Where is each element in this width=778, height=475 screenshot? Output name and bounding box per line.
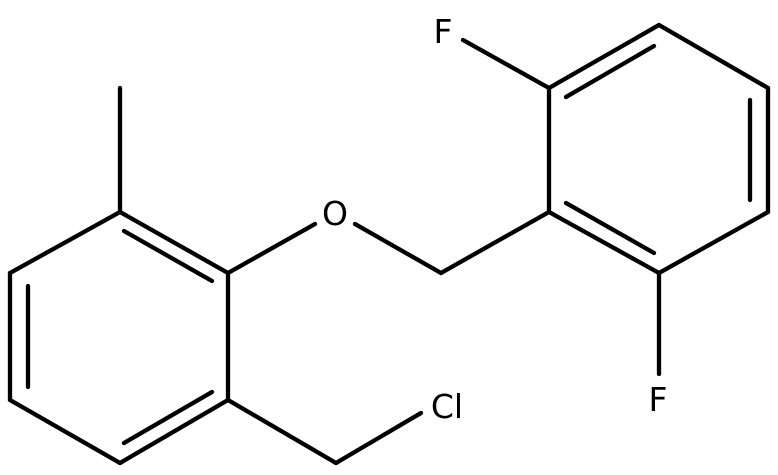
bond [121, 389, 215, 446]
bond [7, 209, 123, 276]
difluorophenyl-ring [546, 22, 771, 276]
bond [546, 22, 662, 91]
benzyl-bond [438, 209, 552, 276]
ether-bond [352, 221, 444, 276]
bond [121, 228, 215, 284]
bond [117, 397, 231, 466]
oxygen-label: O [322, 194, 348, 233]
bond [563, 200, 657, 256]
bond [656, 209, 771, 276]
fluorine-label: F [649, 380, 668, 419]
fluorine-label: F [434, 12, 453, 51]
bond [117, 209, 231, 276]
fluorine-bond [460, 37, 552, 91]
ether-bond [225, 221, 318, 276]
chloromethyl-bond [225, 397, 339, 466]
chloromethyl-bond [333, 410, 424, 466]
bond [656, 22, 771, 91]
bond [546, 209, 662, 276]
bond [7, 397, 123, 466]
methylphenyl-ring [7, 209, 231, 466]
bond [563, 43, 657, 100]
chlorine-label: Cl [431, 387, 463, 426]
